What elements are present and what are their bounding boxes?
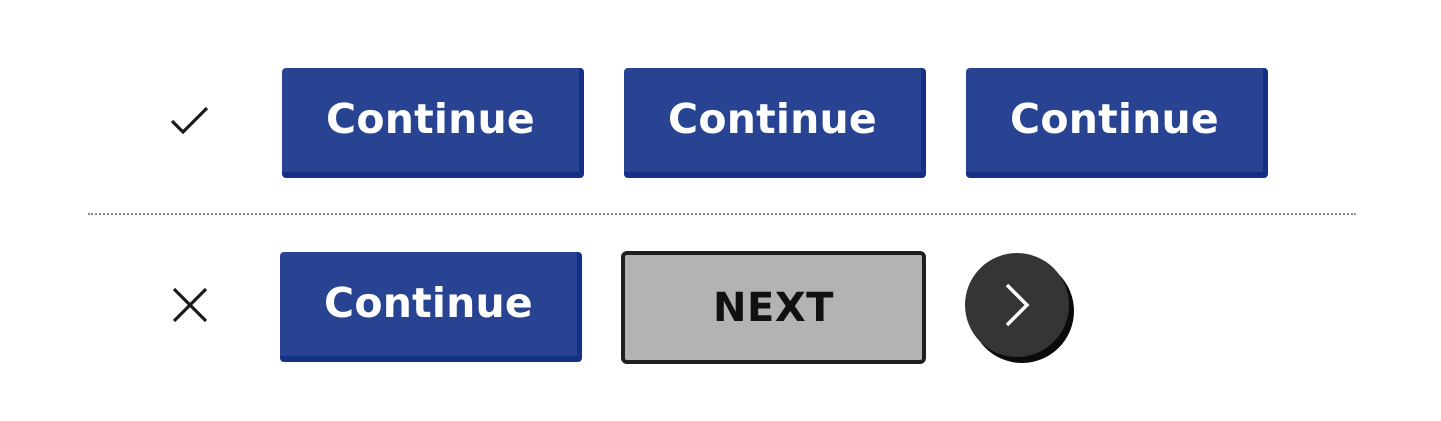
next-arrow-button[interactable] (965, 253, 1076, 364)
dotted-divider (88, 213, 1356, 215)
next-button[interactable]: NEXT (621, 251, 926, 364)
continue-button[interactable]: Continue (282, 68, 584, 178)
continue-button[interactable]: Continue (280, 252, 582, 362)
chevron-right-icon (999, 279, 1035, 331)
continue-button[interactable]: Continue (966, 68, 1268, 178)
continue-button[interactable]: Continue (624, 68, 926, 178)
x-mark-icon (168, 283, 212, 327)
checkmark-icon (168, 98, 212, 142)
round-button-face (965, 253, 1069, 357)
